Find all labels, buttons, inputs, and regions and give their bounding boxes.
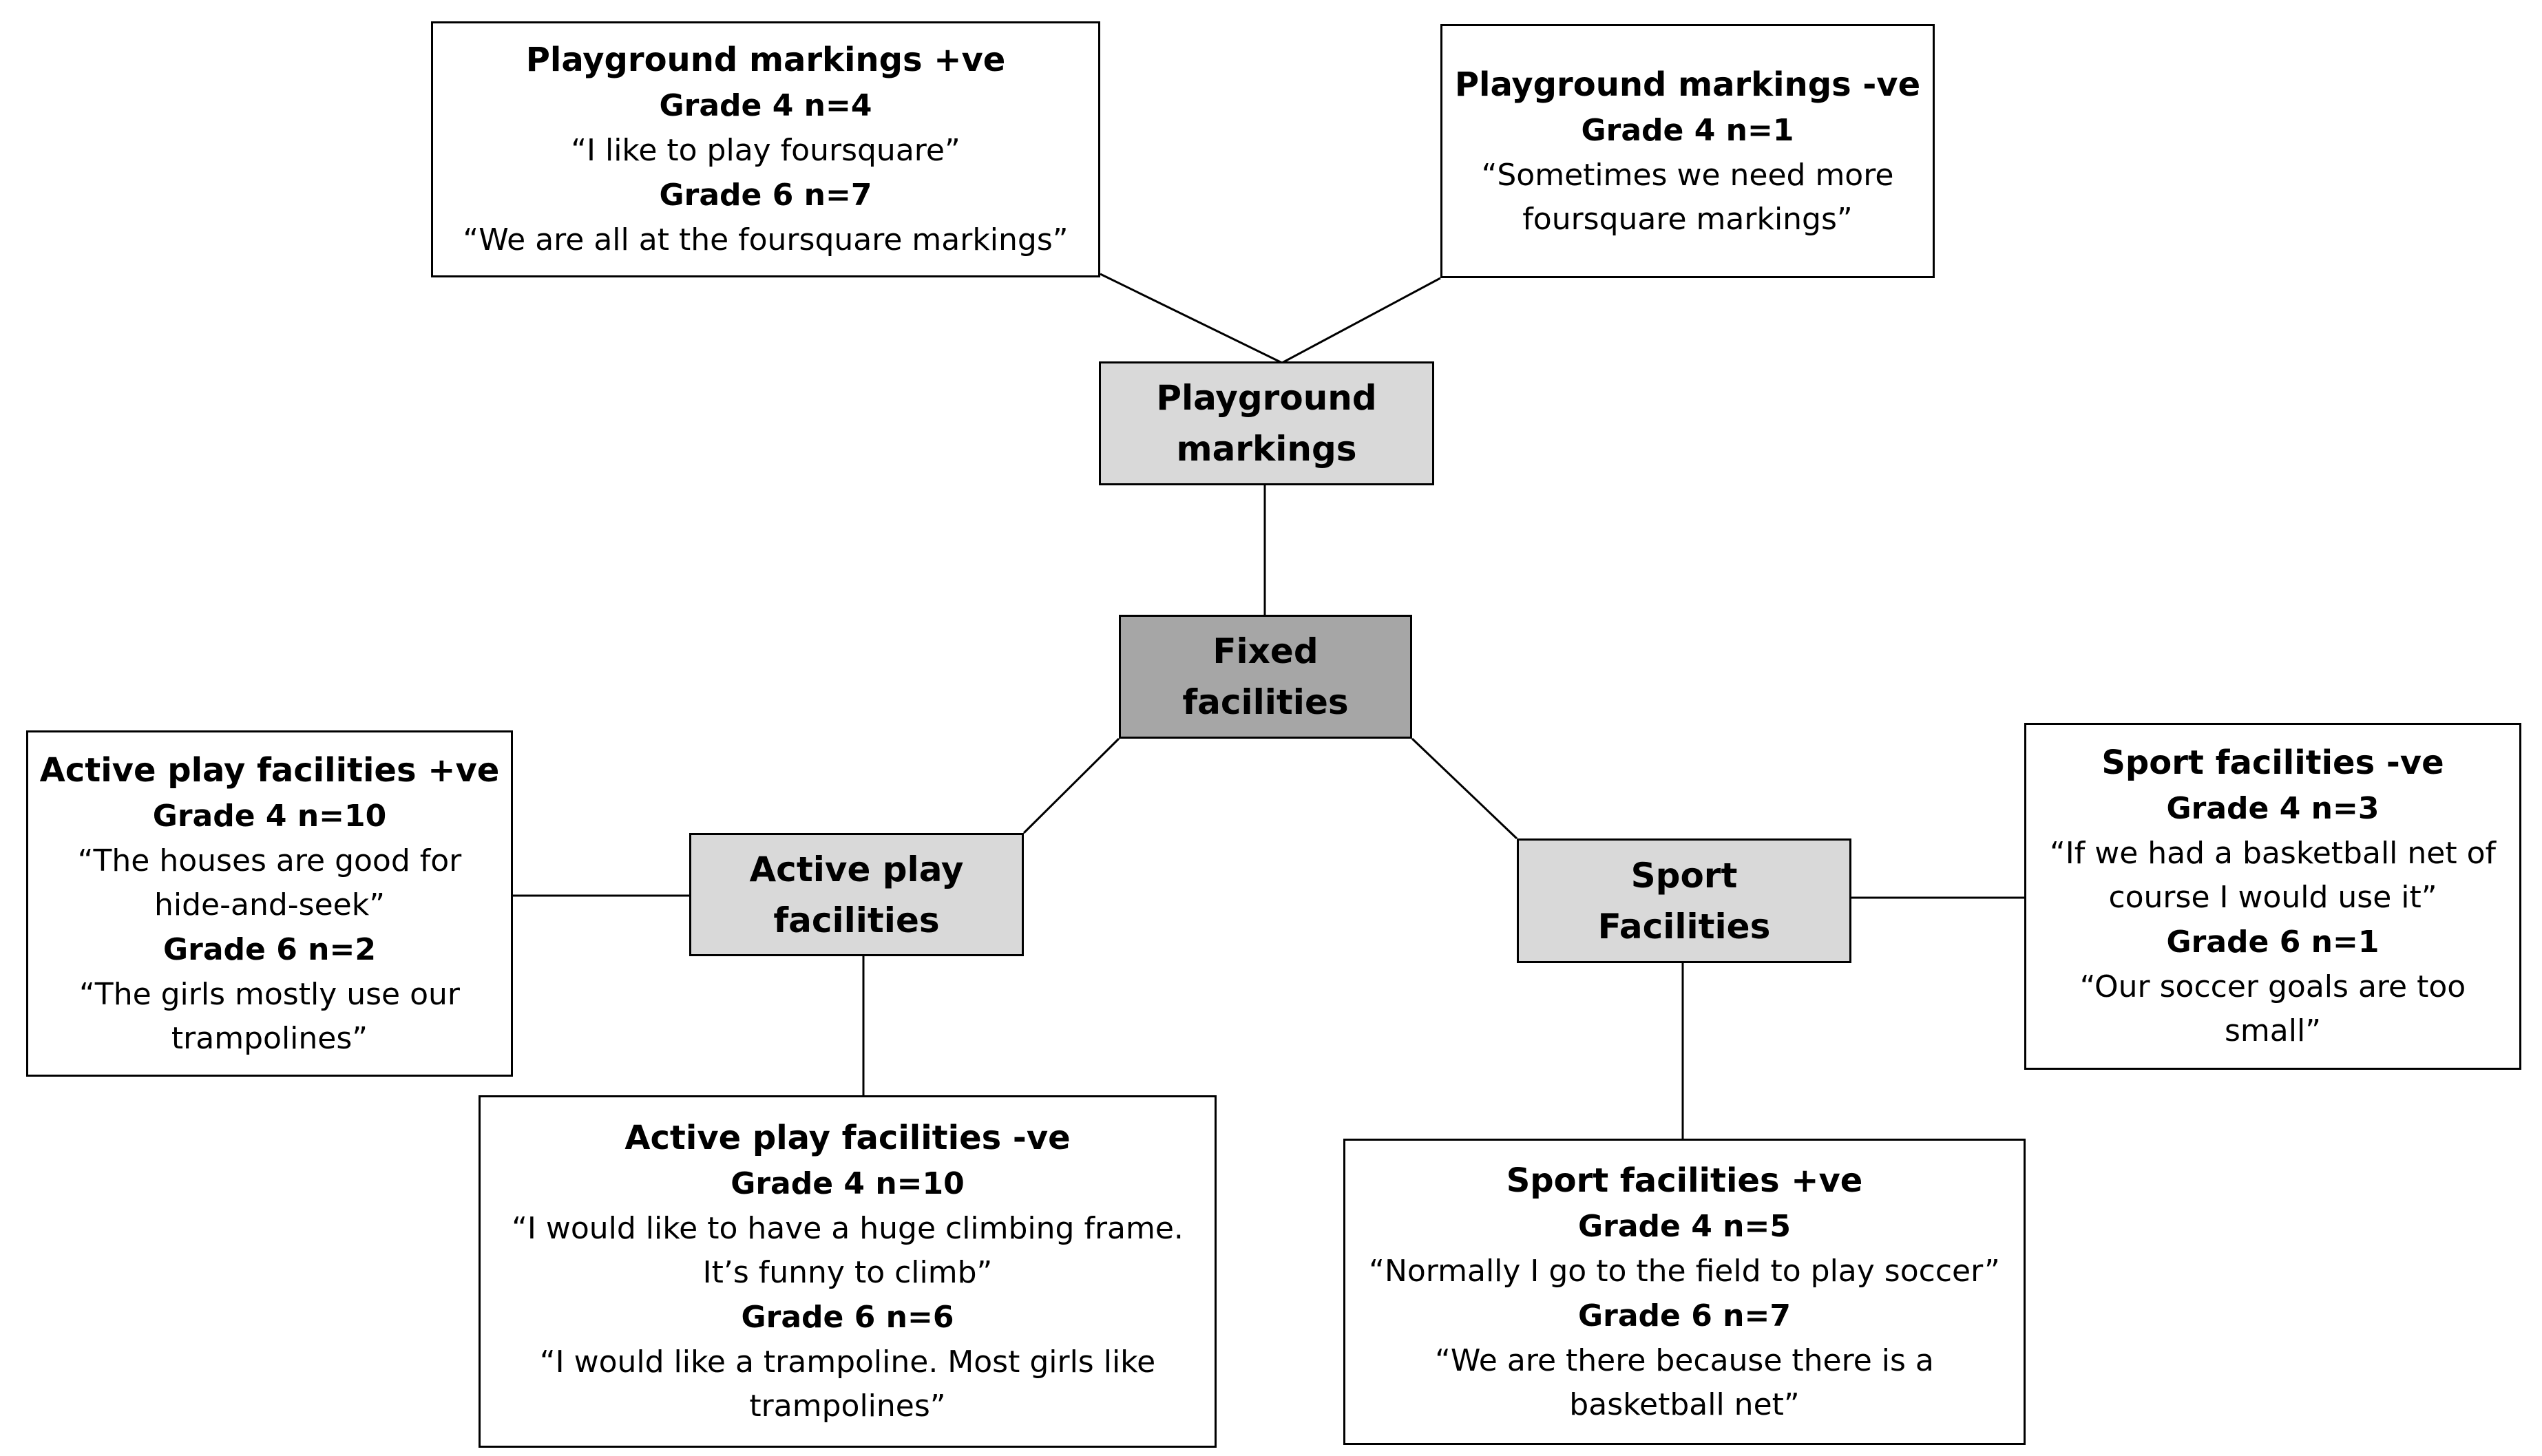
connector-pm-negative-to-pm — [1281, 277, 1441, 364]
grade-6-quote: “We are all at the foursquare markings” — [463, 222, 1069, 257]
fixed-facilities-line1: Fixed — [1212, 631, 1319, 671]
connector-center-to-active-play — [1022, 737, 1120, 834]
active-play-negative-box: Active play facilities -ve Grade 4 n=10 … — [479, 1095, 1217, 1448]
grade-6-count: Grade 6 n=2 — [163, 931, 376, 967]
grade-4-quote: “Sometimes we need more foursquare marki… — [1481, 157, 1894, 237]
box-title: Active play facilities +ve — [39, 750, 500, 790]
box-title: Playground markings -ve — [1454, 65, 1921, 104]
playground-markings-negative-box: Playground markings -ve Grade 4 n=1 “Som… — [1440, 24, 1935, 278]
playground-markings-node: Playground markings — [1099, 361, 1434, 485]
grade-4-count: Grade 4 n=10 — [731, 1166, 965, 1201]
grade-6-count: Grade 6 n=6 — [741, 1300, 954, 1335]
grade-6-count: Grade 6 n=1 — [2166, 925, 2380, 960]
connector-pm-positive-to-pm — [1100, 273, 1283, 364]
grade-4-count: Grade 4 n=1 — [1581, 112, 1794, 148]
fixed-facilities-line2: facilities — [1182, 682, 1349, 722]
playground-markings-line1: Playground — [1156, 378, 1377, 418]
sport-line2: Facilities — [1597, 906, 1771, 947]
box-title: Active play facilities -ve — [624, 1119, 1071, 1157]
fixed-facilities-node: Fixed facilities — [1119, 615, 1412, 739]
box-title: Playground markings +ve — [525, 41, 1006, 79]
box-title: Sport facilities -ve — [2101, 743, 2444, 782]
sport-facilities-negative-box: Sport facilities -ve Grade 4 n=3 “If we … — [2024, 723, 2521, 1070]
playground-markings-line2: markings — [1176, 429, 1357, 469]
grade-4-count: Grade 4 n=5 — [1578, 1208, 1791, 1244]
active-play-positive-box: Active play facilities +ve Grade 4 n=10 … — [26, 730, 513, 1077]
playground-markings-positive-box: Playground markings +ve Grade 4 n=4 “I l… — [431, 21, 1100, 277]
grade-6-count: Grade 6 n=7 — [659, 178, 872, 213]
sport-facilities-node: Sport Facilities — [1517, 838, 1851, 963]
grade-4-count: Grade 4 n=10 — [152, 798, 387, 834]
grade-4-quote: “Normally I go to the field to play socc… — [1369, 1253, 2000, 1289]
grade-4-quote: “I would like to have a huge climbing fr… — [512, 1211, 1184, 1290]
grade-6-quote: “The girls mostly use our trampolines” — [79, 976, 460, 1056]
grade-4-count: Grade 4 n=3 — [2166, 791, 2380, 826]
active-play-facilities-node: Active play facilities — [689, 833, 1024, 956]
grade-6-quote: “Our soccer goals are too small” — [2079, 969, 2466, 1048]
box-title: Sport facilities +ve — [1506, 1161, 1863, 1200]
active-play-line2: facilities — [773, 900, 940, 940]
grade-6-quote: “I would like a trampoline. Most girls l… — [539, 1344, 1156, 1424]
grade-4-quote: “If we had a basketball net of course I … — [2050, 836, 2496, 915]
active-play-line1: Active play — [749, 849, 964, 889]
sport-facilities-positive-box: Sport facilities +ve Grade 4 n=5 “Normal… — [1343, 1139, 2026, 1445]
grade-6-count: Grade 6 n=7 — [1578, 1298, 1791, 1333]
connector-center-to-sport — [1411, 737, 1518, 840]
grade-6-quote: “We are there because there is a basketb… — [1435, 1342, 1934, 1422]
grade-4-quote: “I like to play foursquare” — [571, 133, 960, 168]
grade-4-quote: “The houses are good for hide-and-seek” — [77, 843, 462, 922]
sport-line1: Sport — [1630, 855, 1738, 896]
grade-4-count: Grade 4 n=4 — [659, 88, 872, 123]
